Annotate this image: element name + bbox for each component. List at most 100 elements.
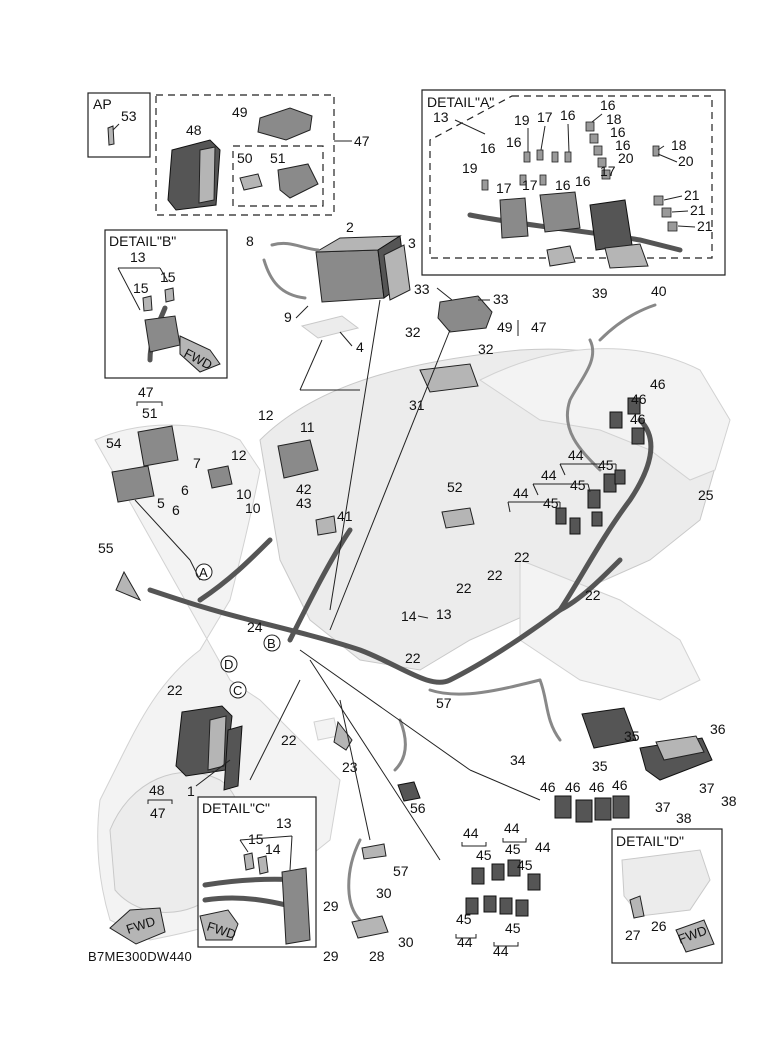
detail-c-box: DETAIL"C" 13 15 14 xyxy=(197,796,317,948)
part-number-46-b2: 46 xyxy=(565,779,581,795)
part-number-12-b: 12 xyxy=(231,447,247,463)
part-number-16-a8: 16 xyxy=(575,173,591,189)
leader-lines xyxy=(134,299,541,861)
detail-a-title: DETAIL"A" xyxy=(427,94,494,110)
part-number-37-b: 37 xyxy=(655,799,671,815)
part-number-33-b: 33 xyxy=(493,291,509,307)
part-number-21-a2: 21 xyxy=(690,202,706,218)
part-number-32-b: 32 xyxy=(478,341,494,357)
callout-a-label: A xyxy=(199,565,208,580)
part-number-31: 31 xyxy=(409,397,425,413)
part-number-2: 2 xyxy=(346,219,354,235)
lower-left-ecu: 48 47 1 xyxy=(147,705,243,821)
callout-c-label: C xyxy=(233,683,242,698)
part-number-57-a: 57 xyxy=(436,695,452,711)
part-number-24: 24 xyxy=(247,619,263,635)
part-number-45-r3: 45 xyxy=(543,495,559,511)
part-number-7: 7 xyxy=(193,455,201,471)
detail-a-box: DETAIL"A" 13 16 19 17 1 xyxy=(421,89,726,276)
rear-component-cluster: 36 35 35 34 37 38 37 38 46 46 46 46 xyxy=(510,707,737,826)
part-number-20-a1: 20 xyxy=(618,150,634,166)
part-number-39: 39 xyxy=(592,285,608,301)
part-number-51: 51 xyxy=(142,405,158,421)
part-number-48: 48 xyxy=(149,782,165,798)
part-number-45-g3: 45 xyxy=(517,857,533,873)
part-number-22-c: 22 xyxy=(514,549,530,565)
part-number-44-r1: 44 xyxy=(568,447,584,463)
part-number-3: 3 xyxy=(408,235,416,251)
part-number-30-b: 30 xyxy=(398,934,414,950)
part-number-53: 53 xyxy=(121,108,137,124)
part-number-16-a3: 16 xyxy=(610,124,626,140)
part-number-50: 50 xyxy=(237,150,253,166)
part-number-32-a: 32 xyxy=(405,324,421,340)
part-number-16-a2: 16 xyxy=(560,107,576,123)
callout-c: C xyxy=(229,681,247,699)
part-number-45-r1: 45 xyxy=(598,457,614,473)
part-number-21-a3: 21 xyxy=(697,218,713,234)
part-number-22-g: 22 xyxy=(281,732,297,748)
part-number-29-b: 29 xyxy=(323,948,339,964)
bottom-connector-grid: 44 44 45 45 44 45 45 45 44 44 xyxy=(455,820,551,959)
part-number-49: 49 xyxy=(497,319,513,335)
detail-d-title: DETAIL"D" xyxy=(616,833,684,849)
part-number-45-g4: 45 xyxy=(456,911,472,927)
part-number-26: 26 xyxy=(651,918,667,934)
callout-b-label: B xyxy=(267,636,276,651)
part-number-56: 56 xyxy=(410,800,426,816)
part-number-22-f: 22 xyxy=(167,682,183,698)
part-number-22-d: 22 xyxy=(585,587,601,603)
ap-box: AP 53 xyxy=(87,92,151,158)
part-number-19-a2: 19 xyxy=(462,160,478,176)
part-number-57-b: 57 xyxy=(393,863,409,879)
part-number-6-a: 6 xyxy=(181,482,189,498)
kit-47-box: 48 49 50 51 47 xyxy=(155,94,370,216)
part-number-47-a: 47 xyxy=(531,319,547,335)
part-number-18-a1: 18 xyxy=(606,111,622,127)
part-number-12-a: 12 xyxy=(258,407,274,423)
part-number-33-a: 33 xyxy=(414,281,430,297)
part-number-34: 34 xyxy=(510,752,526,768)
part-number-46-r2: 46 xyxy=(631,391,647,407)
part-number-13-detail-c: 13 xyxy=(276,815,292,831)
part-number-45-g5: 45 xyxy=(505,920,521,936)
part-number-22-b: 22 xyxy=(487,567,503,583)
part-number-27: 27 xyxy=(625,927,641,943)
part-number-28: 28 xyxy=(369,948,385,964)
left-component-cluster: 47 51 54 7 6 5 6 10 10 12 12 11 42 43 41… xyxy=(98,384,353,602)
part-number-54: 54 xyxy=(106,435,122,451)
part-number-44-r3: 44 xyxy=(513,485,529,501)
right-connector-cluster: 52 39 40 46 46 46 44 45 44 45 44 45 25 xyxy=(441,283,714,535)
part-number-11: 11 xyxy=(300,419,315,435)
part-number-22-a: 22 xyxy=(456,580,472,596)
part-number-49-kit: 49 xyxy=(232,104,248,120)
part-number-55: 55 xyxy=(98,540,114,556)
callout-d-label: D xyxy=(224,657,233,672)
part-number-38-a: 38 xyxy=(721,793,737,809)
part-number-44-g4: 44 xyxy=(457,934,473,950)
part-number-5: 5 xyxy=(157,495,165,511)
mid-labels: 14 13 22 22 22 22 22 22 22 23 24 57 57 5… xyxy=(167,549,601,879)
part-number-25: 25 xyxy=(698,487,714,503)
ap-label: AP xyxy=(93,96,112,112)
part-number-17-a4: 17 xyxy=(522,177,538,193)
part-number-15-b1: 15 xyxy=(160,269,176,285)
part-number-29-a: 29 xyxy=(323,898,339,914)
part-number-10-b: 10 xyxy=(245,500,261,516)
part-number-10-a: 10 xyxy=(236,486,252,502)
part-number-44-g1: 44 xyxy=(463,825,479,841)
part-number-13-detail-b: 13 xyxy=(130,249,146,265)
fwd-arrows: FWD FWD xyxy=(109,907,239,945)
detail-c-title: DETAIL"C" xyxy=(202,800,270,816)
part-number-4: 4 xyxy=(356,339,364,355)
part-number-46-r1: 46 xyxy=(650,376,666,392)
callout-d: D xyxy=(220,655,238,673)
part-number-47-b: 47 xyxy=(138,384,154,400)
part-number-37-a: 37 xyxy=(699,780,715,796)
part-number-14: 14 xyxy=(401,608,417,624)
part-number-44-g3: 44 xyxy=(535,839,551,855)
part-number-17-a2: 17 xyxy=(600,163,616,179)
battery-cluster: 2 3 8 9 4 xyxy=(246,219,416,355)
part-number-16-a7: 16 xyxy=(555,177,571,193)
